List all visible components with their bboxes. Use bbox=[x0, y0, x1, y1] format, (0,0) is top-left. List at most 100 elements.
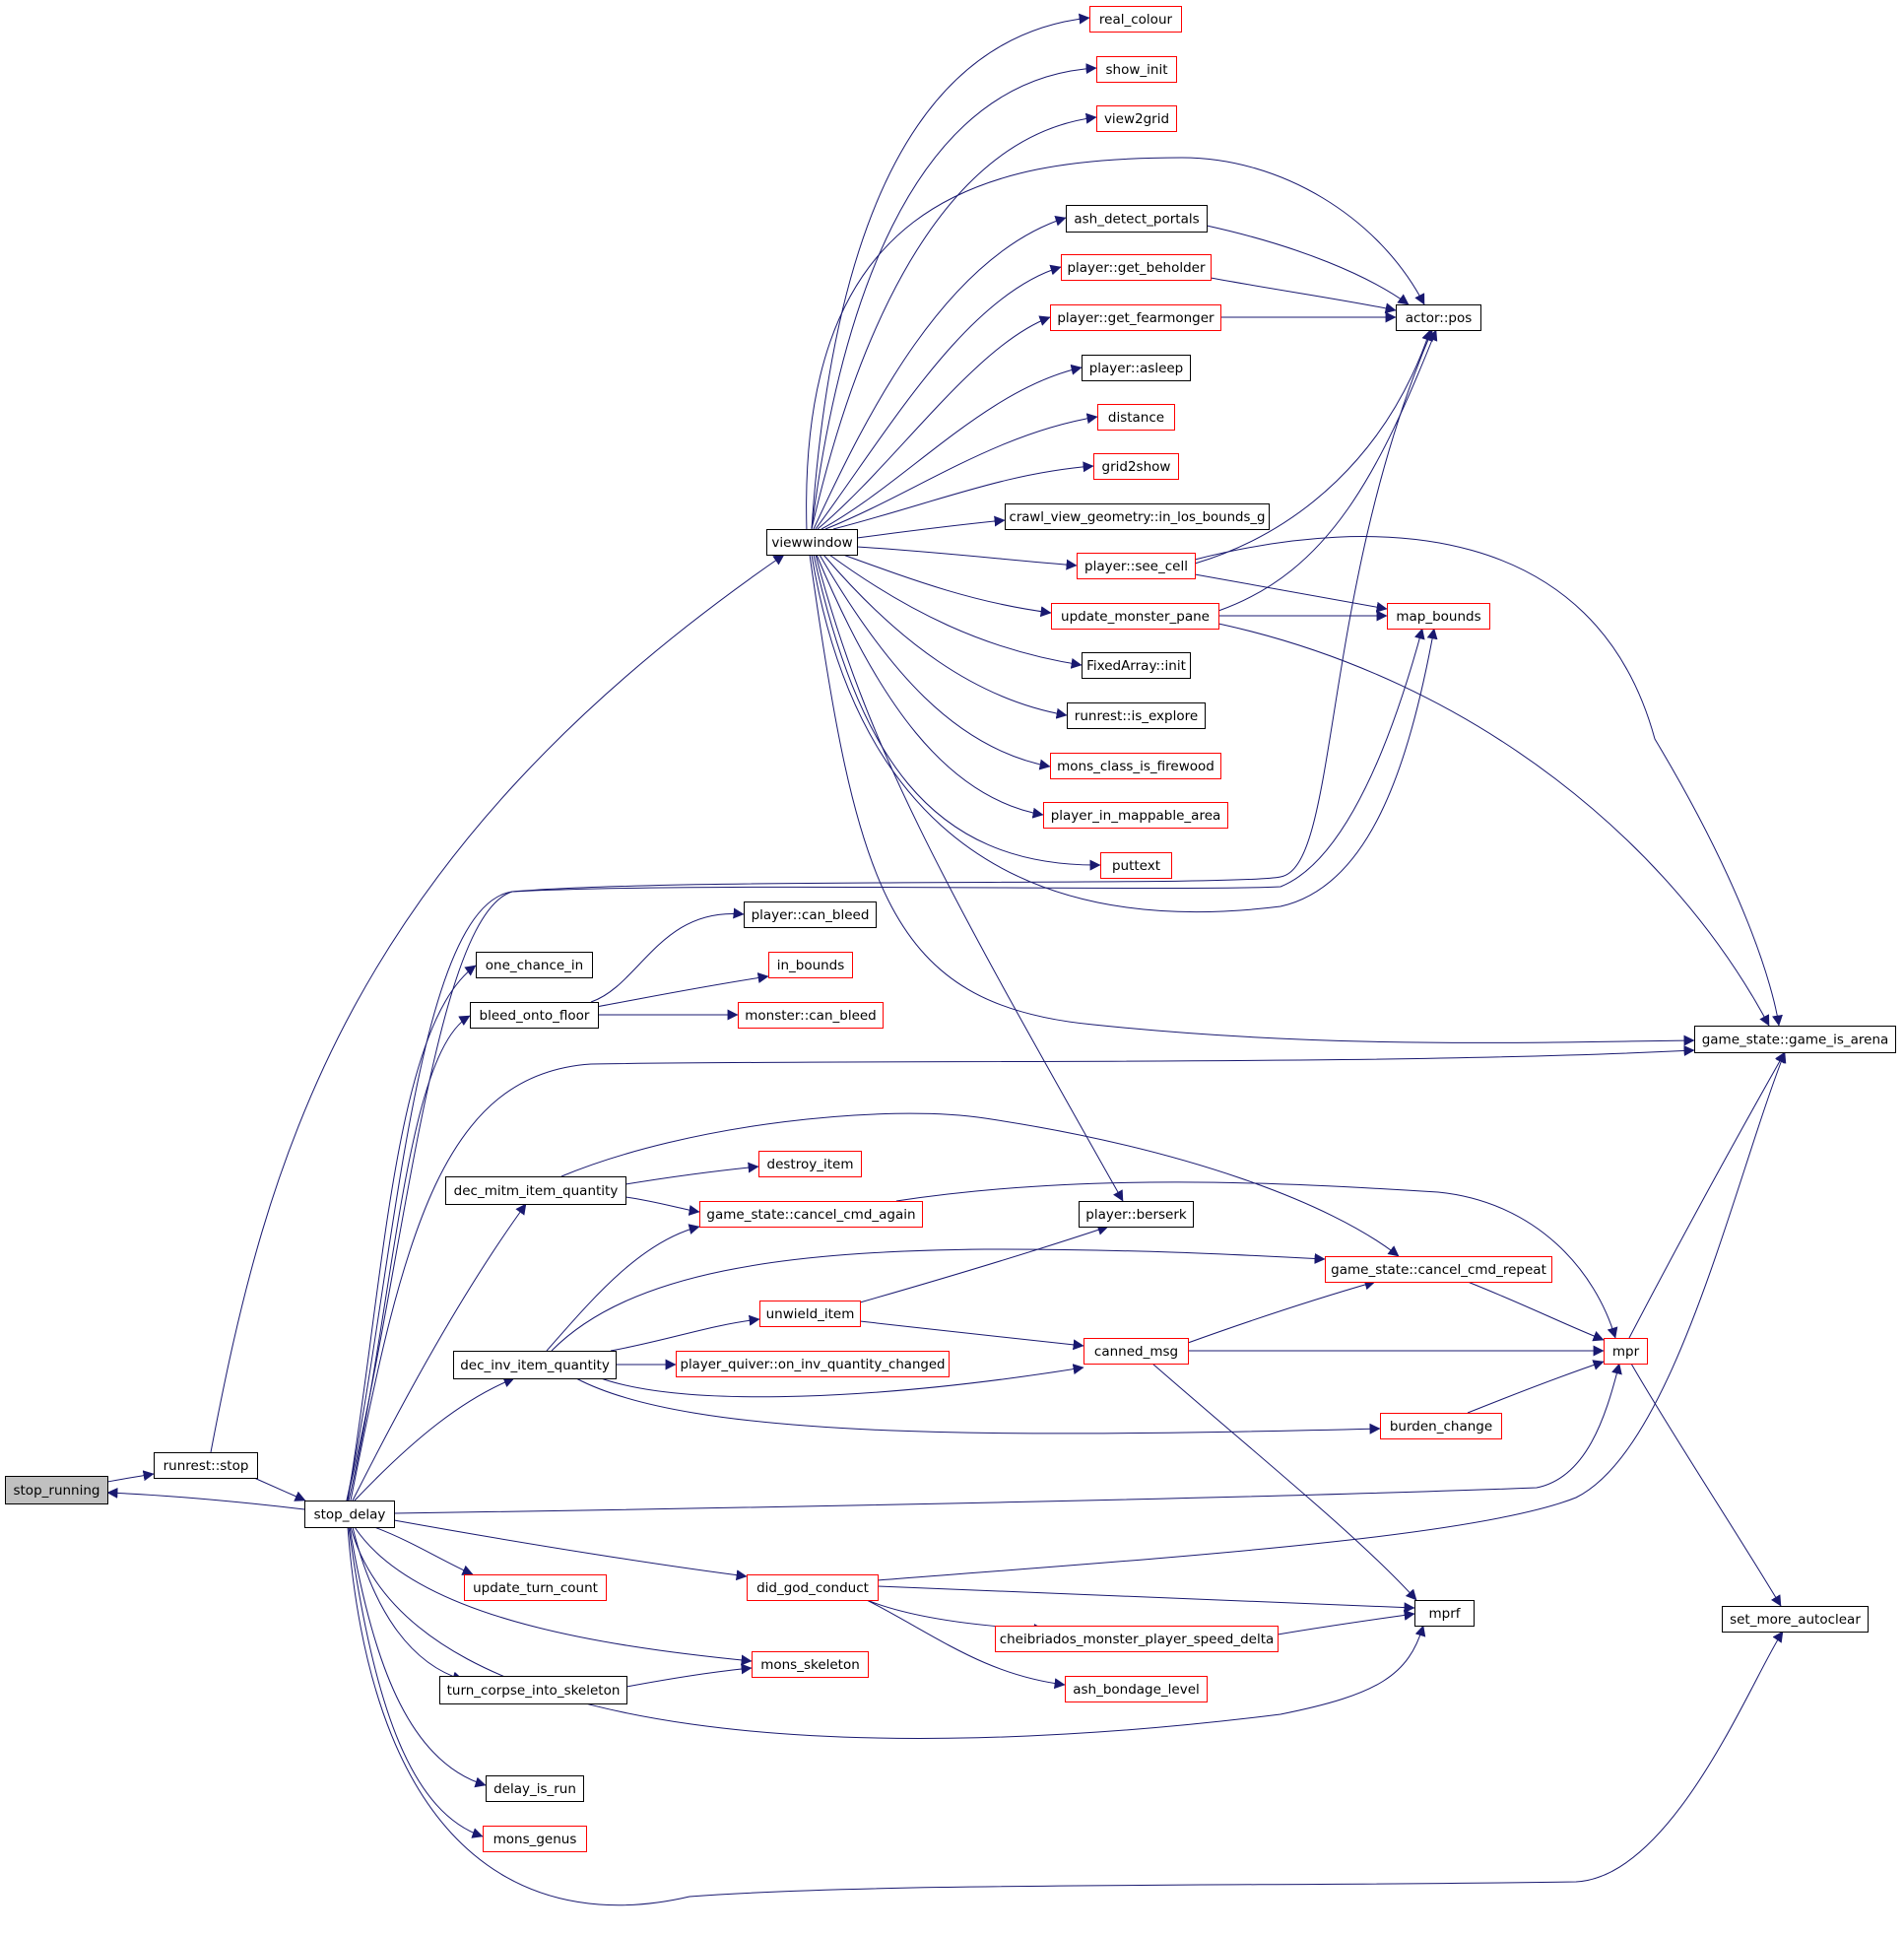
node-asleep[interactable]: player::asleep bbox=[1082, 355, 1191, 381]
call-edge-viewwindow-to-ash_detect_portals bbox=[813, 215, 1067, 530]
call-edge-get_beholder-to-actor_pos bbox=[1210, 277, 1397, 314]
node-canned_msg[interactable]: canned_msg bbox=[1083, 1338, 1189, 1365]
node-grid2show[interactable]: grid2show bbox=[1093, 453, 1179, 480]
node-get_fearmonger[interactable]: player::get_fearmonger bbox=[1050, 304, 1221, 331]
call-edge-viewwindow-to-asleep bbox=[821, 364, 1083, 530]
node-mprf[interactable]: mprf bbox=[1414, 1600, 1475, 1627]
node-on_inv_quantity_changed[interactable]: player_quiver::on_inv_quantity_changed bbox=[676, 1351, 950, 1377]
node-label: player_in_mappable_area bbox=[1051, 808, 1221, 824]
node-actor_pos[interactable]: actor::pos bbox=[1396, 304, 1481, 331]
node-see_cell[interactable]: player::see_cell bbox=[1077, 553, 1196, 579]
node-mons_skeleton[interactable]: mons_skeleton bbox=[752, 1651, 869, 1678]
node-label: player::berserk bbox=[1085, 1207, 1187, 1223]
node-map_bounds[interactable]: map_bounds bbox=[1387, 603, 1490, 630]
call-edge-viewwindow-to-mons_class_is_firewood bbox=[819, 554, 1051, 770]
node-box bbox=[1083, 1338, 1189, 1365]
node-box bbox=[759, 1301, 861, 1327]
node-label: viewwindow bbox=[771, 535, 852, 551]
node-label: burden_change bbox=[1390, 1419, 1492, 1435]
node-did_god_conduct[interactable]: did_god_conduct bbox=[747, 1574, 879, 1601]
node-dec_mitm_item_quantity[interactable]: dec_mitm_item_quantity bbox=[445, 1176, 626, 1205]
node-box bbox=[486, 1775, 584, 1802]
node-turn_corpse_into_skeleton[interactable]: turn_corpse_into_skeleton bbox=[439, 1676, 627, 1704]
call-edge-viewwindow-to-grid2show bbox=[832, 461, 1094, 530]
node-box bbox=[1722, 1606, 1869, 1633]
node-monster_can_bleed[interactable]: monster::can_bleed bbox=[738, 1002, 884, 1029]
node-label: player::asleep bbox=[1089, 361, 1184, 376]
node-box bbox=[1380, 1413, 1502, 1439]
call-edge-ash_detect_portals-to-actor_pos bbox=[1206, 225, 1410, 305]
node-box bbox=[154, 1452, 258, 1479]
node-box bbox=[1065, 1676, 1208, 1702]
node-label: update_monster_pane bbox=[1061, 609, 1210, 625]
node-label: puttext bbox=[1112, 858, 1160, 874]
node-get_beholder[interactable]: player::get_beholder bbox=[1061, 254, 1212, 281]
call-edge-runrest_stop-to-stop_delay bbox=[253, 1477, 306, 1501]
call-edge-stop_running-to-runrest_stop bbox=[106, 1470, 155, 1483]
node-bleed_onto_floor[interactable]: bleed_onto_floor bbox=[470, 1002, 599, 1029]
node-label: actor::pos bbox=[1406, 310, 1473, 326]
node-runrest_stop[interactable]: runrest::stop bbox=[154, 1452, 258, 1479]
call-edge-viewwindow-to-view2grid bbox=[811, 112, 1097, 530]
node-ash_bondage_level[interactable]: ash_bondage_level bbox=[1065, 1676, 1208, 1702]
node-mons_genus[interactable]: mons_genus bbox=[483, 1826, 587, 1852]
node-mpr[interactable]: mpr bbox=[1604, 1338, 1648, 1365]
node-box bbox=[758, 1151, 862, 1177]
node-label: stop_delay bbox=[314, 1507, 386, 1523]
call-edge-stop_delay-to-set_more_autoclear bbox=[347, 1526, 1784, 1906]
call-edge-stop_delay-to-mons_skeleton bbox=[354, 1526, 753, 1666]
call-edge-stop_delay-to-one_chance_in bbox=[347, 965, 477, 1501]
node-in_los_bounds[interactable]: crawl_view_geometry::in_los_bounds_g bbox=[1005, 503, 1270, 530]
node-delay_is_run[interactable]: delay_is_run bbox=[486, 1775, 584, 1802]
call-edge-stop_delay-to-update_turn_count bbox=[373, 1526, 474, 1575]
node-can_bleed[interactable]: player::can_bleed bbox=[744, 901, 877, 928]
node-game_is_arena[interactable]: game_state::game_is_arena bbox=[1694, 1026, 1896, 1053]
node-stop_running[interactable]: stop_running bbox=[5, 1476, 108, 1504]
node-box bbox=[676, 1351, 950, 1377]
node-fixedarray_init[interactable]: FixedArray::init bbox=[1082, 652, 1191, 679]
call-edge-viewwindow-to-get_fearmonger bbox=[817, 315, 1051, 530]
node-in_bounds[interactable]: in_bounds bbox=[768, 952, 853, 978]
node-ash_detect_portals[interactable]: ash_detect_portals bbox=[1066, 205, 1208, 233]
node-player_in_mappable_area[interactable]: player_in_mappable_area bbox=[1043, 802, 1228, 829]
node-burden_change[interactable]: burden_change bbox=[1380, 1413, 1502, 1439]
node-update_monster_pane[interactable]: update_monster_pane bbox=[1051, 603, 1219, 630]
node-viewwindow[interactable]: viewwindow bbox=[766, 529, 858, 556]
call-edge-stop_delay-to-mons_genus bbox=[348, 1526, 484, 1838]
node-label: mpr bbox=[1612, 1344, 1640, 1360]
node-mons_class_is_firewood[interactable]: mons_class_is_firewood bbox=[1050, 753, 1221, 779]
node-cancel_cmd_again[interactable]: game_state::cancel_cmd_again bbox=[699, 1201, 923, 1228]
node-label: monster::can_bleed bbox=[745, 1008, 877, 1024]
node-view2grid[interactable]: view2grid bbox=[1096, 105, 1177, 132]
node-label: ash_detect_portals bbox=[1074, 212, 1199, 228]
node-stop_delay[interactable]: stop_delay bbox=[304, 1501, 395, 1528]
call-edge-stop_delay-to-bleed_onto_floor bbox=[348, 1015, 471, 1501]
call-edge-dec_mitm_item_quantity-to-cancel_cmd_again bbox=[624, 1196, 700, 1216]
node-is_explore[interactable]: runrest::is_explore bbox=[1067, 702, 1206, 729]
node-box bbox=[1096, 105, 1177, 132]
node-label: did_god_conduct bbox=[756, 1580, 869, 1596]
node-berserk[interactable]: player::berserk bbox=[1079, 1201, 1194, 1228]
call-edge-see_cell-to-actor_pos bbox=[1194, 329, 1432, 565]
node-box bbox=[1414, 1600, 1475, 1627]
call-edge-bleed_onto_floor-to-can_bleed bbox=[590, 907, 745, 1003]
node-one_chance_in[interactable]: one_chance_in bbox=[476, 952, 593, 978]
node-set_more_autoclear[interactable]: set_more_autoclear bbox=[1722, 1606, 1869, 1633]
node-real_colour[interactable]: real_colour bbox=[1089, 6, 1182, 33]
node-box bbox=[1096, 56, 1177, 83]
node-dec_inv_item_quantity[interactable]: dec_inv_item_quantity bbox=[453, 1351, 617, 1379]
node-distance[interactable]: distance bbox=[1097, 404, 1175, 431]
node-puttext[interactable]: puttext bbox=[1100, 852, 1172, 879]
node-box bbox=[1325, 1256, 1552, 1283]
node-label: update_turn_count bbox=[473, 1580, 598, 1596]
node-label: crawl_view_geometry::in_los_bounds_g bbox=[1010, 509, 1266, 525]
node-label: real_colour bbox=[1099, 12, 1173, 28]
node-cheibriados_speed[interactable]: cheibriados_monster_player_speed_delta bbox=[995, 1626, 1279, 1652]
node-update_turn_count[interactable]: update_turn_count bbox=[464, 1574, 607, 1601]
node-cancel_cmd_repeat[interactable]: game_state::cancel_cmd_repeat bbox=[1325, 1256, 1552, 1283]
node-unwield_item[interactable]: unwield_item bbox=[759, 1301, 861, 1327]
node-destroy_item[interactable]: destroy_item bbox=[758, 1151, 862, 1177]
node-show_init[interactable]: show_init bbox=[1096, 56, 1177, 83]
node-box bbox=[5, 1476, 108, 1504]
